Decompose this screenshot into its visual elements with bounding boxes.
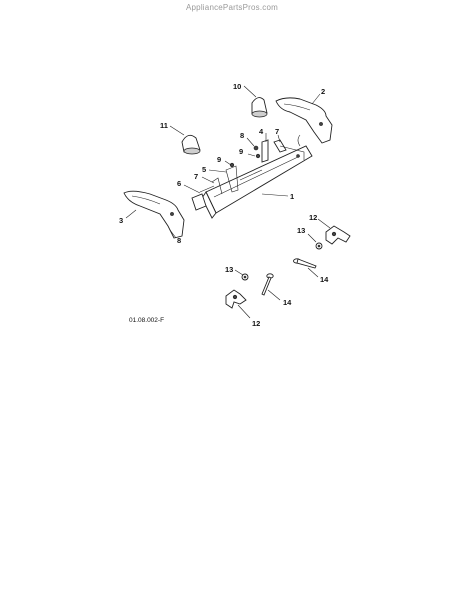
callout-12-right: 12 [309,213,317,222]
leader-13b [234,269,244,276]
callout-10: 10 [233,82,241,91]
leader-12a [317,218,331,229]
callout-8-lower: 8 [177,236,181,245]
leader-9b [224,160,232,166]
callout-14-left: 14 [283,298,292,307]
leader-14b [267,289,281,301]
leader-1 [261,193,289,197]
leader-2 [311,93,321,105]
callout-12-left: 12 [252,319,260,328]
part-11-knob [181,134,201,155]
part-3-handle [123,190,207,239]
leader-8b [169,229,177,239]
callout-6: 6 [177,179,181,188]
part-1-bracket [201,145,313,219]
callout-2: 2 [321,87,325,96]
leader-7a [277,134,281,143]
part-13-nut-right [315,242,323,250]
leader-9a [247,153,256,157]
callout-4: 4 [259,127,264,136]
diagram-code: 01.08.002-F [129,317,164,324]
callout-5: 5 [202,165,206,174]
callout-14-right: 14 [320,275,329,284]
leader-6 [183,184,201,194]
part-2-handle [275,97,333,147]
leader-11 [169,125,185,136]
callout-7-upper: 7 [275,127,279,136]
leader-3 [125,209,137,219]
callout-11: 11 [160,121,168,130]
callout-1: 1 [290,192,294,201]
callout-3: 3 [119,216,123,225]
part-14-bolt-right [293,258,317,269]
callout-13-left: 13 [225,265,233,274]
callout-8-upper: 8 [240,131,244,140]
part-12-clamp-left [225,289,247,309]
callout-9-lower: 9 [217,155,221,164]
leader-13a [307,233,317,243]
leader-14a [307,267,319,278]
part-13-nut-left [241,273,249,281]
leader-5 [208,169,227,173]
leader-8a [246,137,255,147]
watermark: AppliancePartsPros.com [186,3,278,12]
callout-7-lower: 7 [194,172,198,181]
part-10-knob [251,97,268,118]
part-12-clamp-right [325,225,351,245]
callout-13-right: 13 [297,226,305,235]
leader-12b [237,304,251,319]
part-14-bolt-left [261,273,274,296]
callout-9-upper: 9 [239,147,243,156]
leader-10 [243,85,257,98]
leader-7b [201,176,215,184]
